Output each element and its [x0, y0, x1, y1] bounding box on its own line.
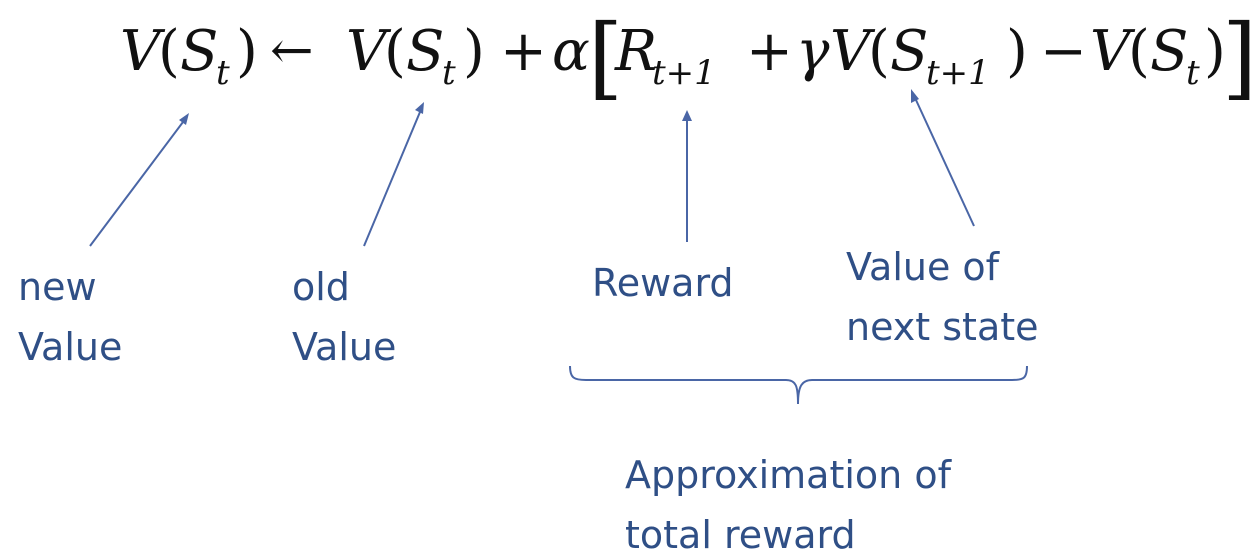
label-approximation-line2: total reward	[625, 513, 856, 557]
equation-reward-term: R t+1	[614, 19, 716, 93]
label-reward-line1: Reward	[592, 261, 734, 305]
label-new-value: new Value	[18, 265, 122, 369]
old-close-paren: )	[463, 19, 485, 84]
lhs-s: S	[180, 19, 218, 84]
label-next-state-value-line2: next state	[846, 305, 1039, 349]
equation-last-term: V ( S t )	[1090, 19, 1226, 93]
arrow-next-state-value	[911, 89, 975, 227]
next-v: V	[830, 19, 876, 84]
next-sub: t+1	[926, 53, 990, 93]
equation-lhs: V ( S t )	[120, 19, 258, 93]
plus-sign-1: +	[500, 19, 547, 84]
right-bracket: ]	[1222, 5, 1254, 110]
equation: V ( S t ) ← V ( S t ) + α [ R t+1 + γ	[120, 5, 1254, 110]
arrow-reward	[682, 110, 692, 242]
label-old-value-line2: Value	[292, 325, 396, 369]
label-old-value-line1: old	[292, 265, 350, 309]
arrows	[89, 89, 975, 247]
old-v: V	[346, 19, 392, 84]
label-next-state-value: Value of next state	[846, 245, 1039, 349]
lhs-sub-t: t	[216, 53, 230, 93]
next-s: S	[890, 19, 928, 84]
label-approximation-line1: Approximation of	[625, 453, 953, 497]
label-old-value: old Value	[292, 265, 396, 369]
alpha-symbol: α	[552, 19, 590, 84]
underbrace	[569, 365, 1028, 405]
equation-old-term: V ( S t )	[346, 19, 485, 93]
next-open-paren: (	[868, 19, 890, 84]
label-approximation: Approximation of total reward	[625, 453, 963, 557]
arrow-new-value	[89, 113, 189, 247]
reward-sub: t+1	[652, 53, 716, 93]
labels: new Value old Value Reward Value of next…	[18, 245, 1039, 557]
minus-sign: −	[1040, 19, 1087, 84]
old-open-paren: (	[384, 19, 406, 84]
label-reward: Reward	[592, 261, 734, 305]
last-v: V	[1090, 19, 1136, 84]
label-next-state-value-line1: Value of	[846, 245, 1001, 289]
label-new-value-line2: Value	[18, 325, 122, 369]
label-new-value-line1: new	[18, 265, 97, 309]
gamma-symbol: γ	[796, 19, 830, 84]
next-close-paren: )	[1006, 19, 1028, 84]
lhs-v: V	[120, 19, 166, 84]
lhs-close-paren: )	[236, 19, 258, 84]
lhs-open-paren: (	[158, 19, 180, 84]
reward-r: R	[614, 19, 657, 84]
plus-sign-2: +	[746, 19, 793, 84]
last-s: S	[1150, 19, 1188, 84]
assign-arrow: ←	[270, 21, 314, 81]
arrow-old-value	[363, 102, 424, 247]
last-close-paren: )	[1204, 19, 1226, 84]
old-sub-t: t	[442, 53, 456, 93]
last-open-paren: (	[1128, 19, 1150, 84]
old-s: S	[406, 19, 444, 84]
last-sub-t: t	[1186, 53, 1200, 93]
equation-next-term: V ( S t+1 )	[830, 19, 1028, 93]
left-bracket: [	[588, 5, 623, 110]
